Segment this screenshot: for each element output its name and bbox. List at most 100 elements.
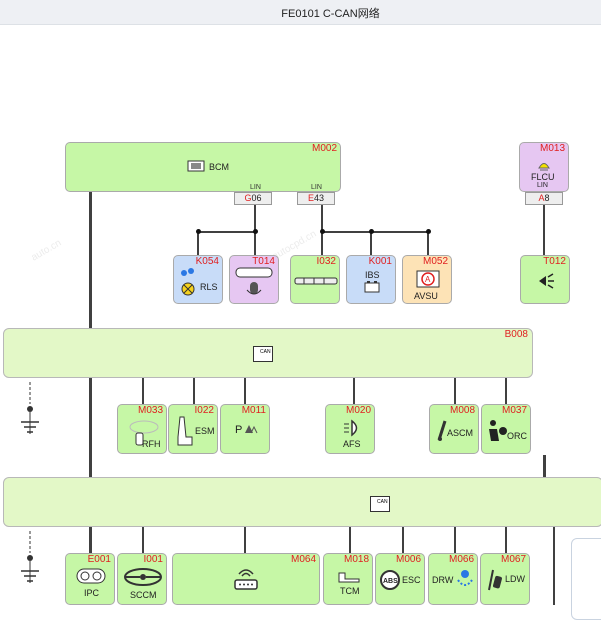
junction-dot	[320, 229, 325, 234]
module-label: ESC	[402, 575, 421, 585]
lin-drop	[254, 231, 256, 256]
headlamp-icon	[344, 419, 358, 437]
can-drop	[454, 378, 456, 406]
can-drop	[193, 378, 195, 406]
diagram-canvas: auto.cn autocpd.cn M002 BCM LIN LIN G06 …	[3, 142, 601, 620]
module-label: IBS	[365, 270, 380, 280]
can-bus-2[interactable]: CAN	[3, 477, 601, 527]
bcm-lin2-wire	[321, 204, 323, 232]
module-code: M013	[539, 143, 565, 154]
module-code: M064	[290, 554, 316, 565]
module-code: M066	[448, 554, 474, 565]
lane-departure-icon	[488, 569, 502, 591]
can-drop	[402, 526, 404, 554]
module-code: M018	[343, 554, 369, 565]
module-m011[interactable]: M011 P	[220, 404, 270, 454]
can-drop	[543, 455, 546, 480]
module-label: DRW	[432, 575, 454, 585]
module-t012[interactable]: T012	[520, 255, 570, 304]
module-k001[interactable]: K001 IBS	[346, 255, 396, 304]
bcm-can-wire	[89, 191, 92, 605]
airbag-occupant-icon	[489, 420, 507, 441]
module-label: AVSU	[414, 291, 438, 301]
module-m037[interactable]: M037 ORC	[481, 404, 531, 454]
horn-icon	[539, 273, 554, 289]
lin-label: LIN	[311, 184, 322, 191]
watermark: auto.cn	[29, 237, 64, 264]
module-i022[interactable]: I022 ESM	[168, 404, 218, 454]
module-code: B008	[504, 329, 528, 340]
parking-assist-icon: P	[235, 424, 258, 436]
steering-column-icon	[437, 420, 447, 441]
module-code: M011	[241, 405, 266, 416]
module-k054[interactable]: K054 RLS	[173, 255, 223, 304]
driver-monitor-icon	[457, 570, 473, 586]
bcm-lin1-wire	[254, 204, 256, 232]
module-code: M067	[500, 554, 526, 565]
module-label: FLCU	[531, 172, 555, 182]
flcu-module[interactable]: M013 FLCU LIN	[519, 142, 569, 192]
module-m052[interactable]: M052 A AVSU	[402, 255, 452, 304]
can-drop	[505, 378, 507, 406]
module-label: LDW	[505, 574, 525, 584]
module-label: BCM	[209, 162, 229, 172]
can-drop	[244, 526, 246, 554]
connector-pin: G06	[234, 192, 272, 205]
junction-dot	[196, 229, 201, 234]
bcm-module[interactable]: M002 BCM	[65, 142, 341, 192]
lin-label: LIN	[537, 182, 548, 189]
battery-sensor-icon	[364, 281, 380, 293]
module-label: TCM	[340, 586, 360, 596]
can-drop	[505, 526, 507, 554]
module-m033[interactable]: M033 RFH	[117, 404, 167, 454]
flcu-lin-wire	[543, 204, 545, 256]
module-m064[interactable]: M064	[172, 553, 320, 605]
module-e001[interactable]: E001 IPC	[65, 553, 115, 605]
module-i001[interactable]: I001 SCCM	[117, 553, 167, 605]
module-m018[interactable]: M018 TCM	[323, 553, 373, 605]
chip-icon	[187, 160, 205, 172]
module-label: IPC	[84, 588, 100, 598]
module-code: T012	[543, 256, 566, 267]
module-m008[interactable]: M008 ASCM	[429, 404, 479, 454]
lin1-bus	[197, 231, 256, 233]
gateway-bus[interactable]: B008 CAN	[3, 328, 533, 378]
steering-wheel-icon	[124, 568, 162, 586]
module-label: RFH	[142, 439, 161, 449]
connector-pin: E43	[297, 192, 335, 205]
diagram-title: FE0101 C-CAN网络	[281, 8, 380, 20]
module-code: M033	[137, 405, 163, 416]
module-code: M052	[422, 256, 448, 267]
lin-drop	[370, 231, 372, 256]
can-drop	[454, 526, 456, 554]
module-code: K054	[195, 256, 219, 267]
module-t014[interactable]: T014	[229, 255, 279, 304]
can-drop	[244, 378, 246, 406]
side-panel-edge	[571, 538, 601, 620]
junction-dot	[369, 229, 374, 234]
module-m066[interactable]: M066 DRW	[428, 553, 478, 605]
can-drop	[349, 526, 351, 554]
module-code: M020	[345, 405, 371, 416]
can-hub-icon: CAN	[370, 496, 390, 512]
can-drop	[89, 526, 91, 554]
can-gateway-icon: CAN	[253, 346, 273, 362]
can-drop	[142, 378, 144, 406]
connector-pin: A8	[525, 192, 563, 205]
svg-text:A: A	[425, 275, 431, 284]
seat-icon	[177, 416, 193, 446]
svg-text:P: P	[235, 424, 242, 436]
module-code: M006	[395, 554, 421, 565]
rf-receiver-icon	[129, 420, 159, 446]
light-icon	[538, 163, 550, 171]
module-label: ESM	[195, 426, 215, 436]
lin-drop	[321, 231, 323, 256]
module-m006[interactable]: M006 ABS ESC	[375, 553, 425, 605]
module-m067[interactable]: M067 LDW	[480, 553, 530, 605]
abs-icon: ABS	[380, 570, 400, 590]
lin-drop	[197, 231, 199, 256]
module-m020[interactable]: M020 AFS	[325, 404, 375, 454]
can-drop	[553, 526, 555, 605]
module-i032[interactable]: I032	[290, 255, 340, 304]
module-code: M008	[449, 405, 475, 416]
